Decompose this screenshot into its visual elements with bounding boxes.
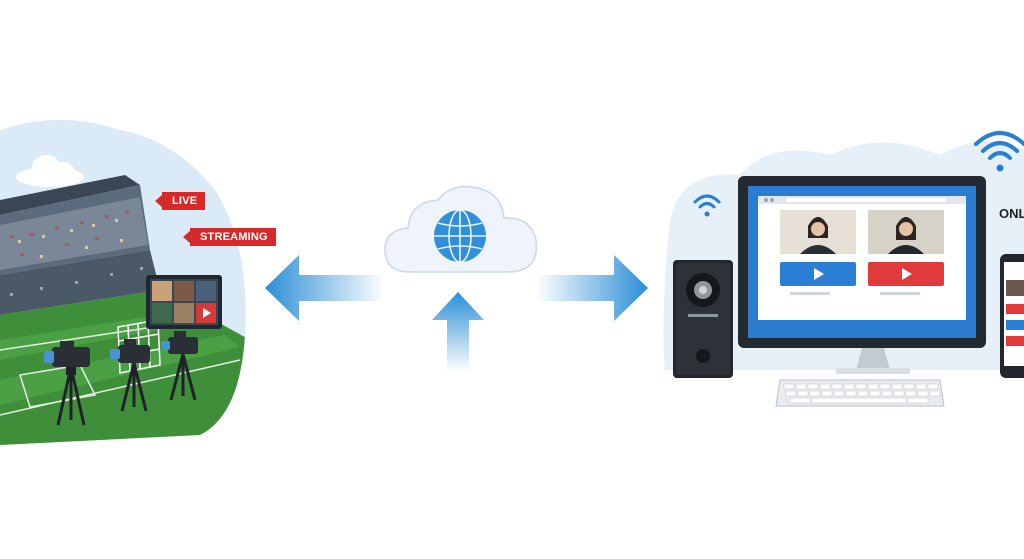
wifi-icon — [974, 131, 1024, 172]
camera-icon — [44, 341, 90, 426]
smartphone — [1000, 254, 1024, 378]
online-label: ONLI — [999, 206, 1024, 221]
cloud-globe-icon — [384, 185, 538, 273]
camera-icon — [161, 331, 198, 401]
play-icon — [868, 262, 944, 286]
left-arrow — [265, 255, 385, 321]
keyboard — [775, 379, 945, 407]
wifi-icon — [693, 194, 721, 217]
desktop-monitor — [738, 176, 986, 374]
stadium-jumbotron — [146, 275, 222, 329]
video-tile — [780, 210, 856, 254]
up-arrow — [432, 292, 484, 372]
sky-cloud — [16, 155, 84, 187]
play-icon — [780, 262, 856, 286]
stadium-scene — [0, 120, 246, 445]
video-tile — [868, 210, 944, 254]
live-badge: LIVE — [154, 192, 206, 210]
camera-icon — [110, 339, 150, 412]
devices-scene — [663, 131, 1024, 407]
streaming-badge: STREAMING — [183, 228, 276, 246]
speaker — [673, 260, 733, 378]
globe-icon — [434, 209, 486, 263]
right-arrow — [536, 255, 648, 321]
